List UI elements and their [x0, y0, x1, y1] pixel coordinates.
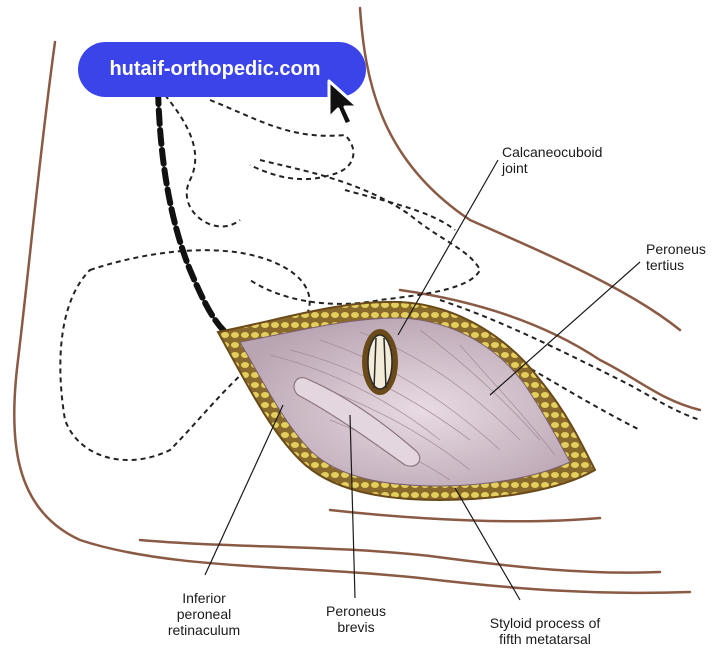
leader-inferior-retinaculum [204, 404, 284, 576]
talus-outline [209, 99, 355, 181]
peroneus-brevis-tendon [293, 376, 421, 467]
fibula-outline [164, 94, 241, 228]
bone-outlines [59, 94, 701, 461]
lateral-outline [328, 508, 602, 523]
leader-styloid [454, 487, 521, 601]
leader-calcaneocuboid [397, 159, 499, 336]
cuboid-outline [249, 159, 482, 305]
leader-peroneus-tertius [489, 261, 641, 396]
label-inferior-peroneal-retinaculum: Inferior peroneal retinaculum [167, 590, 241, 638]
metatarsal-outline [439, 299, 701, 421]
leg-posterior-outline [12, 40, 692, 595]
leg-anterior-outline [358, 6, 682, 332]
leader-peroneus-brevis [349, 414, 356, 599]
sole-outline [138, 538, 662, 574]
navicular-outline [344, 189, 456, 231]
label-peroneus-brevis: Peroneus brevis [326, 603, 386, 635]
label-peroneus-tertius: Peroneus tertius [646, 241, 706, 273]
leader-lines [204, 159, 641, 601]
watermark-text: hutaif-orthopedic.com [109, 58, 321, 80]
incision-line [155, 87, 235, 341]
arrow-cursor-icon [327, 79, 360, 127]
skin-outline [12, 6, 702, 595]
dorsum-outline [398, 288, 702, 412]
metatarsal-outline-2 [459, 329, 641, 431]
incision-wound [216, 300, 597, 502]
calcaneus-outline [59, 249, 311, 461]
calcaneocuboid-joint [362, 329, 398, 395]
label-calcaneocuboid-joint: Calcaneocuboid joint [502, 144, 603, 176]
watermark-badge: hutaif-orthopedic.com [78, 42, 366, 97]
label-styloid-process: Styloid process of fifth metatarsal [489, 615, 601, 647]
